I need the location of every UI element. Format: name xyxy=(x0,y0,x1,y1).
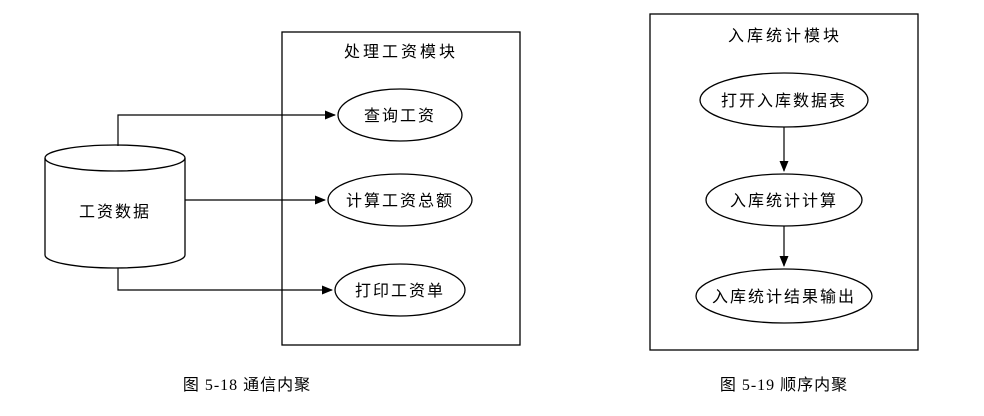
step-label-open-table: 打开入库数据表 xyxy=(721,92,847,110)
figure-caption-right: 图 5-19 顺序内聚 xyxy=(720,376,848,394)
process-label-query: 查询工资 xyxy=(364,107,436,125)
step-label-output: 入库统计结果输出 xyxy=(712,288,856,306)
datastore-label: 工资数据 xyxy=(79,203,151,221)
figure-sequential-cohesion: 入库统计模块 打开入库数据表 入库统计计算 入库统计结果输出 图 5-19 顺序… xyxy=(649,13,919,394)
module-title-left: 处理工资模块 xyxy=(344,43,458,61)
process-label-calculate: 计算工资总额 xyxy=(346,191,454,210)
step-label-calculate: 入库统计计算 xyxy=(730,191,838,210)
connector-arrow-bottom xyxy=(117,268,333,295)
figure-caption-left: 图 5-18 通信内聚 xyxy=(183,376,311,394)
module-box-right xyxy=(649,13,919,351)
process-label-print: 打印工资单 xyxy=(355,282,445,300)
process-ellipse-query xyxy=(337,88,463,142)
module-title-right: 入库统计模块 xyxy=(728,27,842,45)
cylinder-top xyxy=(44,144,186,172)
datastore-cylinder xyxy=(44,144,186,269)
step-ellipse-output xyxy=(695,268,873,324)
cylinder-body xyxy=(44,158,186,269)
process-ellipse-calculate xyxy=(327,173,473,227)
process-ellipse-print xyxy=(334,263,466,317)
figure-communication-cohesion: 工资数据 处理工资模块 查询工资 计算工资总额 打印工资单 图 5-18 通信内… xyxy=(44,31,521,394)
module-box-left xyxy=(281,31,521,346)
connector-arrow-top xyxy=(117,110,336,146)
